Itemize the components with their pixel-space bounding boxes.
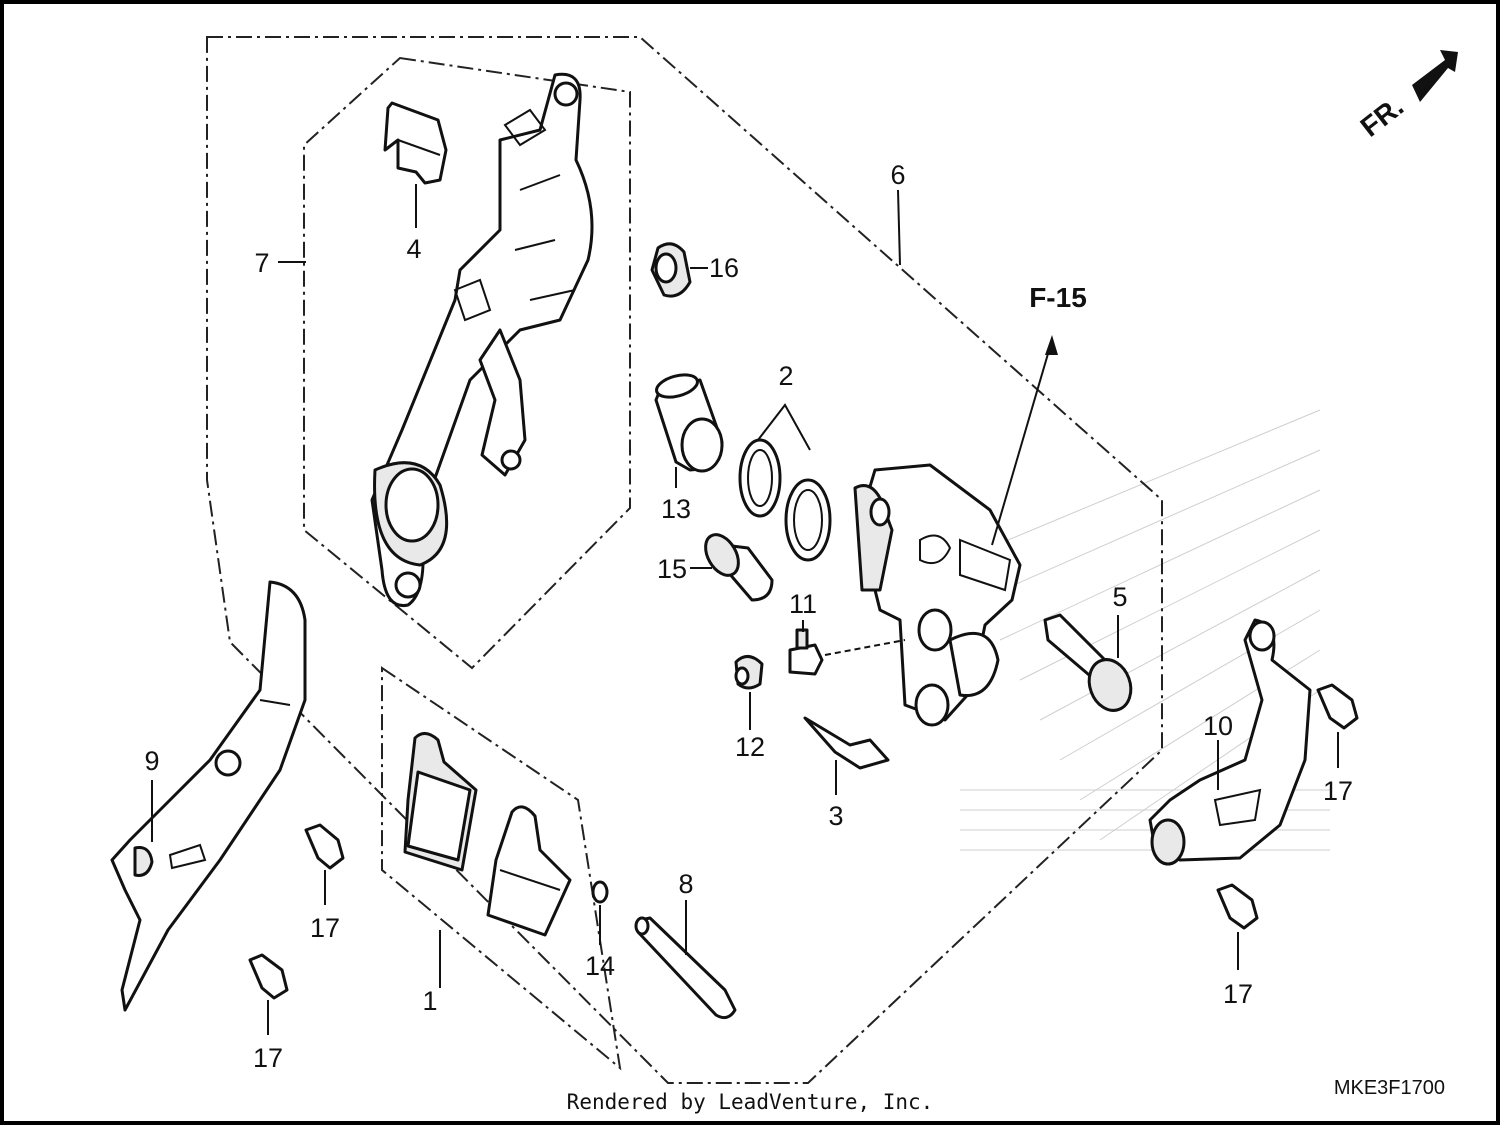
part-label-10: 10 [1203, 711, 1233, 741]
part-label-17: 17 [1323, 776, 1353, 806]
part-label-5: 5 [1112, 582, 1127, 612]
boot-cap-16[interactable] [650, 242, 708, 298]
front-direction-arrow: FR. [1355, 50, 1458, 143]
reference-callout: F-15 [1029, 282, 1087, 313]
pad-pin-8[interactable] [634, 900, 737, 1020]
part-label-6: 6 [890, 160, 905, 190]
bracket-assembly-outline-7 [303, 56, 631, 670]
part-label-15: 15 [657, 554, 687, 584]
footer-credit: Rendered by LeadVenture, Inc. [566, 1090, 934, 1114]
part-label-8: 8 [678, 869, 693, 899]
caliper-piston-13[interactable] [654, 371, 724, 488]
bolt-17-rear-upper[interactable] [1316, 683, 1359, 768]
part-label-7: 7 [254, 248, 269, 278]
part-label-11: 11 [789, 589, 817, 619]
part-label-12: 12 [735, 732, 765, 762]
part-label-13: 13 [661, 494, 691, 524]
bolt-17-guard-upper[interactable] [304, 823, 345, 905]
caliper-assembly-outline-6 [206, 36, 1163, 1084]
direction-label: FR. [1355, 91, 1410, 143]
bolt-17-guard-lower[interactable] [248, 953, 289, 1035]
pad-spring-clip-4[interactable] [383, 101, 448, 228]
part-number-labels: 1 2 3 4 5 6 7 8 9 10 11 12 13 14 15 16 1… [144, 160, 1353, 1073]
part-label-17: 17 [1223, 979, 1253, 1009]
brake-pad-set-1[interactable] [403, 732, 572, 988]
part-label-17: 17 [253, 1043, 283, 1073]
slide-pin-15[interactable] [690, 529, 774, 602]
part-label-16: 16 [709, 253, 739, 283]
part-label-1: 1 [422, 986, 437, 1016]
bleeder-cap-12[interactable] [734, 655, 764, 730]
piston-seal-set-2[interactable] [738, 403, 832, 562]
watermark-hatch [959, 409, 1330, 851]
caliper-bracket-7[interactable] [370, 72, 594, 608]
caliper-body-6[interactable] [853, 189, 1022, 727]
part-label-2: 2 [778, 361, 793, 391]
rear-guard-10[interactable] [1148, 618, 1312, 866]
caliper-pin-bolt-5[interactable] [1043, 613, 1138, 716]
diagram-code: MKE3F1700 [1334, 1077, 1445, 1099]
pad-spring-3[interactable] [803, 716, 890, 795]
part-label-4: 4 [406, 234, 421, 264]
reference-arrow-f15 [991, 335, 1058, 546]
part-label-14: 14 [585, 951, 615, 981]
part-label-17: 17 [310, 913, 340, 943]
caliper-guard-9[interactable] [110, 580, 307, 1012]
washer-14[interactable] [591, 880, 609, 945]
bleeder-valve-11[interactable] [788, 620, 906, 676]
part-label-3: 3 [828, 801, 843, 831]
part-label-9: 9 [144, 746, 159, 776]
assembly-outlines [206, 36, 1163, 1084]
bolt-17-rear-lower[interactable] [1216, 883, 1259, 970]
pad-set-outline-1 [381, 666, 622, 1071]
